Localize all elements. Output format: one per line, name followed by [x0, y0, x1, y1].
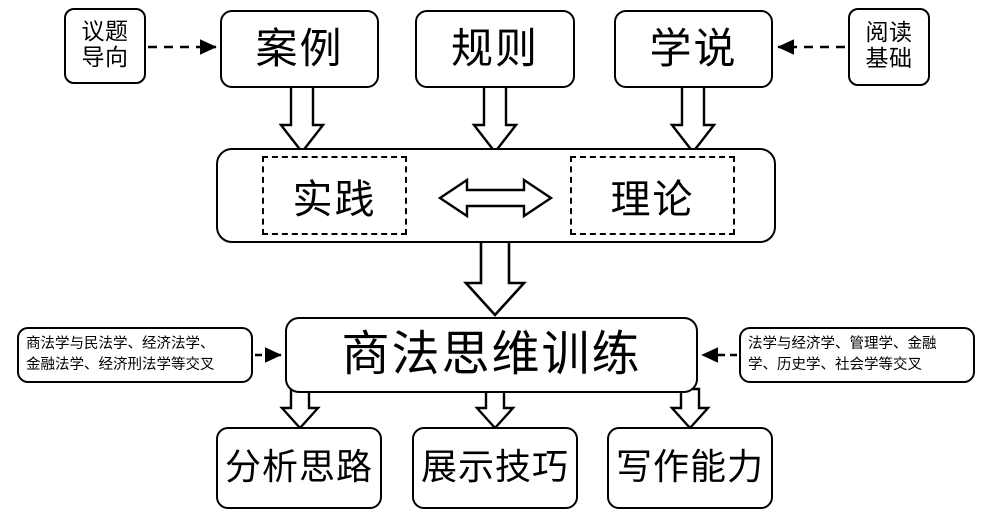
block-arrow-case-to-container: [278, 84, 326, 154]
outcome-node-writing-ability[interactable]: 写作能力: [607, 427, 773, 509]
note-left-interdisciplinary-law[interactable]: 商法学与民法学、经济法学、 金融法学、经济刑法学等交叉: [17, 327, 253, 383]
block-arrow-main-to-presentation: [474, 387, 516, 430]
side-input-reading-basis[interactable]: 阅读 基础: [848, 8, 930, 86]
middle-node-practice[interactable]: 实践: [262, 156, 407, 235]
block-arrow-rule-to-container: [471, 84, 519, 154]
source-node-case[interactable]: 案例: [220, 10, 379, 88]
source-node-theory[interactable]: 学说: [614, 10, 773, 88]
outcome-node-analysis-approach[interactable]: 分析思路: [216, 427, 382, 509]
side-input-issue-orientation[interactable]: 议题 导向: [64, 8, 146, 84]
block-arrow-main-to-writing: [669, 387, 711, 430]
block-arrow-container-to-main: [463, 238, 527, 317]
main-node-commercial-law-thinking-training[interactable]: 商法思维训练: [285, 317, 698, 393]
outcome-node-presentation-skill[interactable]: 展示技巧: [412, 427, 578, 509]
note-right-interdisciplinary-fields[interactable]: 法学与经济学、管理学、金融 学、历史学、社会学等交叉: [739, 327, 975, 383]
block-arrow-main-to-analysis: [279, 387, 321, 430]
block-arrow-theory-to-container: [669, 84, 717, 154]
source-node-rule[interactable]: 规则: [415, 10, 575, 88]
middle-node-theory[interactable]: 理论: [570, 156, 735, 235]
